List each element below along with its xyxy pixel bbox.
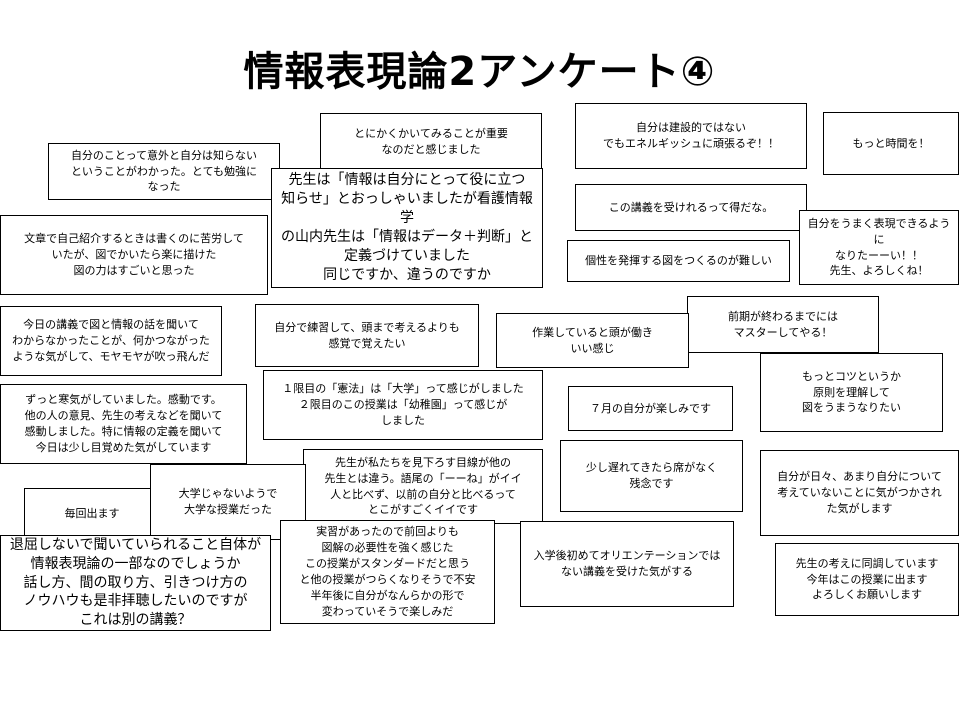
comment-note: 自分が日々、あまり自分について 考えていないことに気がつかされ た気がします [760,450,959,536]
comment-note: 個性を発揮する図をつくるのが難しい [567,240,790,282]
comment-note: 少し遅れてきたら席がなく 残念です [560,440,743,512]
comment-note: もっとコツというか 原則を理解して 図をうまうなりたい [760,353,943,432]
comment-note: とにかくかいてみることが重要 なのだと感じました [320,113,542,170]
comment-note: 前期が終わるまでには マスターしてやる！ [687,296,879,353]
comment-note: 今日の講義で図と情報の話を聞いて わからなかったことが、何かつながった ような気… [0,306,222,376]
comment-note: ７月の自分が楽しみです [568,386,733,431]
comment-note: 自分のことって意外と自分は知らない ということがわかった。とても勉強に なった [48,143,280,200]
comment-note: 先生の考えに同調しています 今年はこの授業に出ます よろしくお願いします [775,543,959,616]
comment-note: 毎回出ます [24,488,160,539]
comment-note: 先生は「情報は自分にとって役に立つ 知らせ」とおっしゃいましたが看護情報学 の山… [271,168,543,288]
comment-note: この講義を受けれるって得だな。 [575,184,807,231]
comment-note: 大学じゃないようで 大学な授業だった [150,464,306,540]
comment-note: 入学後初めてオリエンテーションでは ない講義を受けた気がする [520,521,734,607]
page-title: 情報表現論2アンケート④ [243,49,716,95]
comment-note: 退屈しないで聞いていられること自体が 情報表現論の一部なのでしょうか 話し方、間… [0,535,271,631]
comment-note: 文章で自己紹介するときは書くのに苦労して いたが、図でかいたら楽に描けた 図の力… [0,215,268,295]
comment-note: 自分で練習して、頭まで考えるよりも 感覚で覚えたい [255,304,479,367]
comment-note: 先生が私たちを見下ろす目線が他の 先生とは違う。語尾の「ーーね」がイイ 人と比べ… [303,449,543,524]
comment-note: 自分をうまく表現できるように なりたーーい！！ 先生、よろしくね！ [799,210,959,285]
comment-note: 実習があったので前回よりも 図解の必要性を強く感じた この授業がスタンダードだと… [280,520,495,624]
comment-note: 作業していると頭が働き いい感じ [496,313,689,368]
comment-note: ずっと寒気がしていました。感動です。 他の人の意見、先生の考えなどを聞いて 感動… [0,384,247,464]
comment-note: もっと時間を！ [823,112,959,175]
comment-note: 自分は建設的ではない でもエネルギッシュに頑張るぞ！！ [575,103,807,169]
comment-note: １限目の「憲法」は「大学」って感じがしました ２限目のこの授業は「幼稚園」って感… [263,370,543,440]
